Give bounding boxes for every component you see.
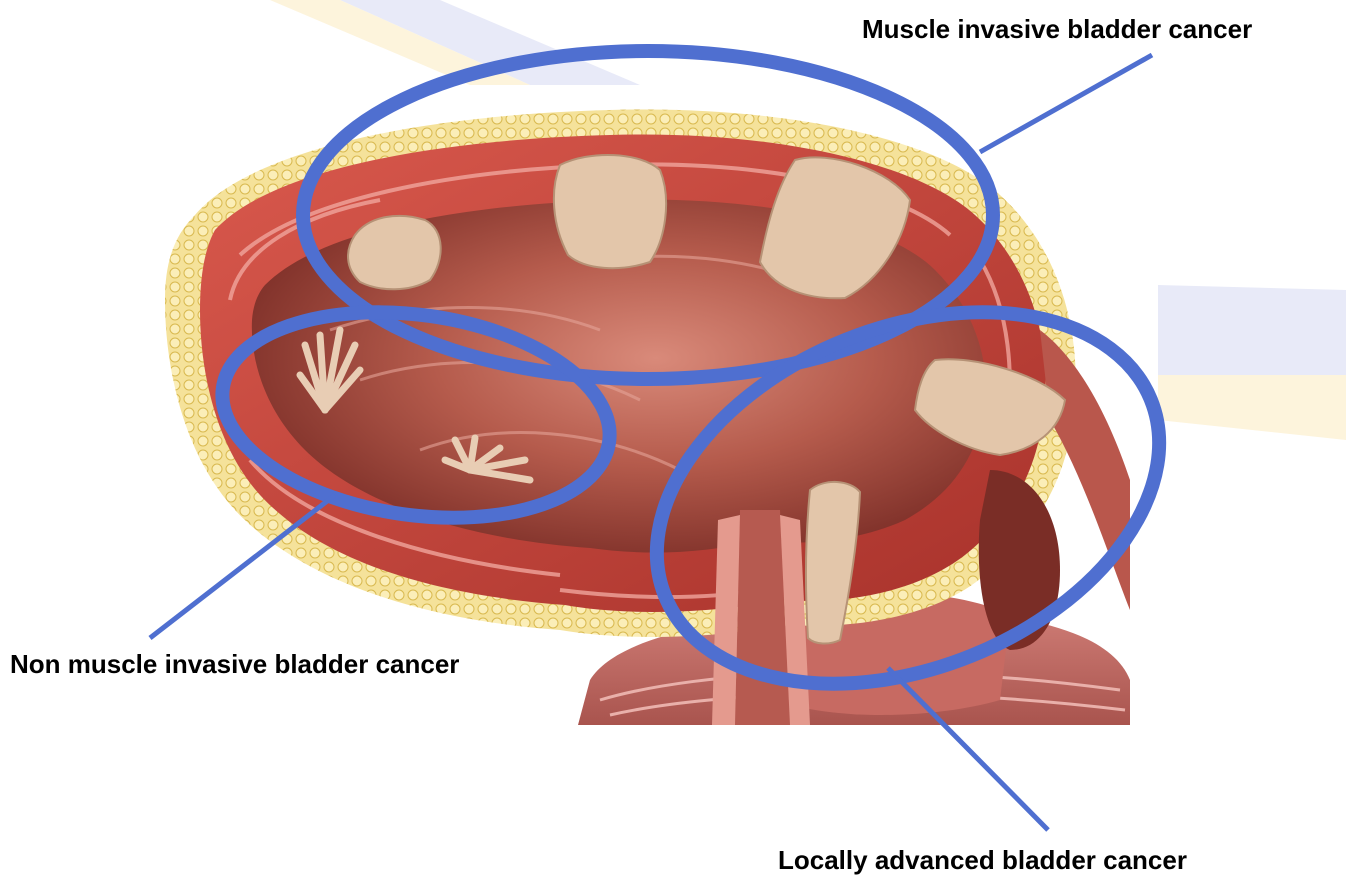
label-non-muscle-invasive: Non muscle invasive bladder cancer — [10, 649, 459, 680]
tumor-mibc-left — [348, 216, 441, 289]
leader-line-muscle-invasive — [980, 55, 1152, 152]
label-locally-advanced: Locally advanced bladder cancer — [778, 845, 1187, 876]
background-stripe-yellow-right — [1158, 375, 1346, 440]
background-stripe-blue-right — [1158, 285, 1346, 375]
tumor-mibc-center — [554, 155, 666, 268]
label-muscle-invasive: Muscle invasive bladder cancer — [862, 14, 1252, 45]
